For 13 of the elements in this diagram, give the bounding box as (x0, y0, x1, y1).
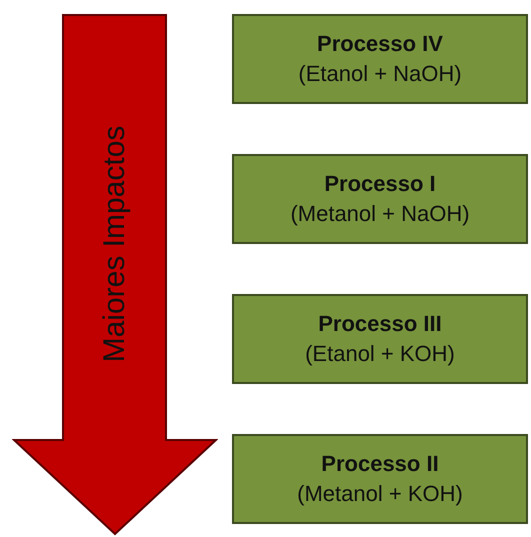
process-title: Processo I (324, 171, 436, 197)
process-title: Processo II (321, 451, 439, 477)
process-reagents: (Etanol + KOH) (305, 341, 455, 367)
process-reagents: (Metanol + KOH) (297, 481, 463, 507)
process-box (232, 434, 528, 524)
process-title: Processo IV (317, 31, 443, 57)
process-box (232, 14, 528, 104)
process-box (232, 154, 528, 244)
process-reagents: (Etanol + NaOH) (298, 61, 462, 87)
arrow-label: Maiores Impactos (98, 126, 132, 362)
process-reagents: (Metanol + NaOH) (290, 201, 470, 227)
process-title: Processo III (318, 311, 442, 337)
process-box (232, 294, 528, 384)
